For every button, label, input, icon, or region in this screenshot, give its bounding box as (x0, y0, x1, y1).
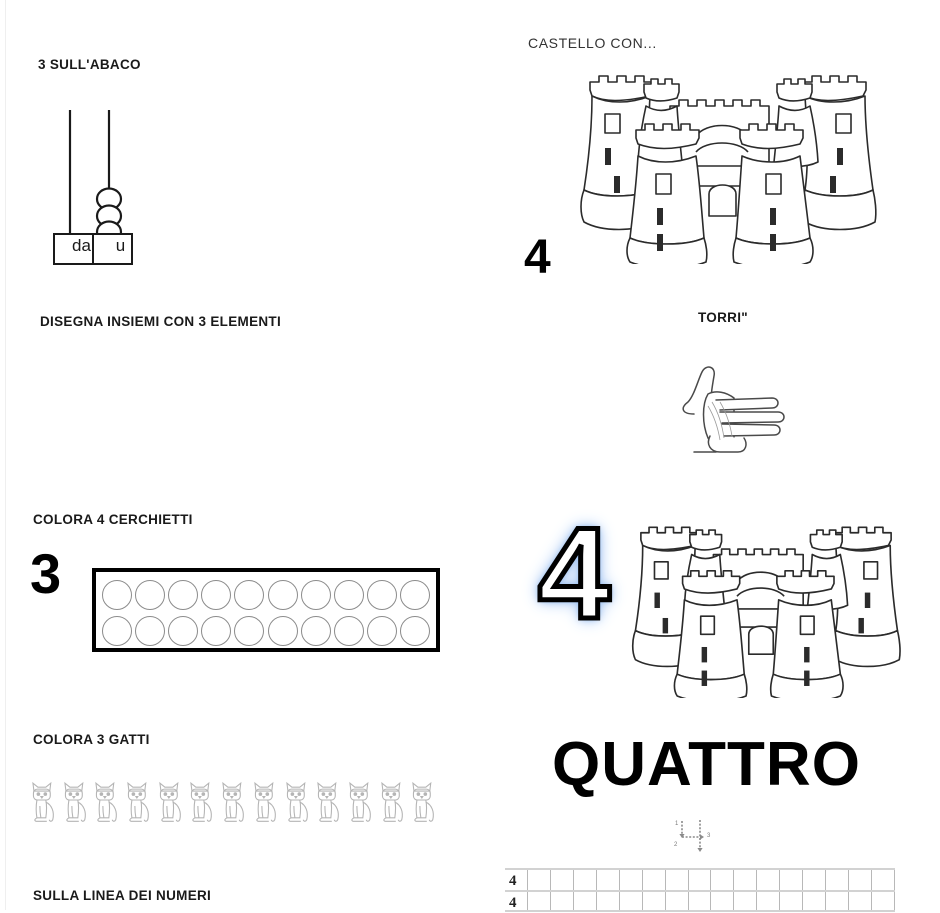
cat-icon[interactable] (123, 778, 153, 824)
practice-row[interactable]: 4 (505, 868, 895, 890)
practice-cell[interactable] (620, 892, 643, 910)
circle-item[interactable] (366, 616, 397, 646)
practice-cell[interactable] (643, 870, 666, 890)
cat-icon[interactable] (282, 778, 312, 824)
practice-cell[interactable] (849, 892, 872, 910)
cat-icon[interactable] (377, 778, 407, 824)
practice-cell[interactable] (734, 870, 758, 890)
castle-illustration-top (578, 66, 878, 269)
circle-item[interactable] (234, 580, 265, 610)
hand-showing-four-fingers-icon (676, 362, 792, 458)
stroke-order-diagram-four: 1 2 3 (666, 816, 722, 854)
practice-cell[interactable] (757, 892, 781, 910)
practice-cell[interactable] (643, 892, 666, 910)
practice-cell[interactable] (826, 892, 850, 910)
practice-cell[interactable] (505, 892, 528, 910)
circle-item[interactable] (300, 616, 331, 646)
practice-cell[interactable] (505, 870, 528, 890)
circle-item[interactable] (267, 616, 298, 646)
circle-row (100, 577, 432, 613)
practice-cell[interactable] (689, 892, 712, 910)
circle-item[interactable] (399, 616, 430, 646)
circle-item[interactable] (201, 616, 232, 646)
cat-icon[interactable] (28, 778, 58, 824)
practice-cell[interactable] (803, 870, 827, 890)
circle-item[interactable] (201, 580, 232, 610)
practice-cell[interactable] (826, 870, 850, 890)
practice-cell[interactable] (666, 870, 689, 890)
cat-icon[interactable] (218, 778, 248, 824)
practice-cell[interactable] (711, 892, 735, 910)
circles-grid-box (92, 568, 440, 652)
practice-cell[interactable] (711, 870, 735, 890)
circle-item[interactable] (267, 580, 298, 610)
practice-row[interactable]: 4 (505, 890, 895, 912)
number-word-quattro: QUATTRO (552, 730, 861, 799)
practice-cell[interactable] (872, 892, 895, 910)
heading-cats-task: COLORA 3 GATTI (33, 732, 150, 747)
abacus-label-units: u (115, 236, 126, 255)
practice-cell[interactable] (551, 870, 574, 890)
cat-icon[interactable] (313, 778, 343, 824)
abacus-label-tens: da (72, 236, 91, 255)
castle-illustration-bottom (630, 518, 902, 703)
practice-cell[interactable] (780, 870, 804, 890)
stroke-step-1: 1 (675, 821, 679, 827)
practice-cell[interactable] (574, 870, 597, 890)
circle-item[interactable] (366, 580, 397, 610)
cat-icon[interactable] (155, 778, 185, 824)
cat-icon[interactable] (91, 778, 121, 824)
circle-item[interactable] (234, 616, 265, 646)
circle-row (100, 613, 432, 649)
stroke-step-3: 3 (707, 833, 711, 839)
practice-cell[interactable] (597, 870, 620, 890)
practice-cell[interactable] (597, 892, 620, 910)
practice-cell[interactable] (528, 892, 551, 910)
cat-icon[interactable] (345, 778, 375, 824)
heading-number-line-task: SULLA LINEA DEI NUMERI (33, 888, 212, 903)
wordart-number-four: 4 (535, 500, 612, 646)
abacus-illustration: da u (52, 108, 162, 268)
practice-cell[interactable] (528, 870, 551, 890)
page-margin-line (5, 0, 6, 910)
cats-illustration-row (28, 778, 438, 824)
practice-cell[interactable] (780, 892, 804, 910)
circle-item[interactable] (135, 616, 166, 646)
castle-answer-word: TORRI" (698, 310, 748, 325)
castle-number: 4 (524, 231, 551, 284)
circle-item[interactable] (102, 616, 132, 646)
practice-cell[interactable] (551, 892, 574, 910)
practice-cell[interactable] (689, 870, 712, 890)
handwriting-practice-grid: 4 4 (505, 868, 895, 912)
practice-cell[interactable] (734, 892, 758, 910)
circles-side-number: 3 (30, 542, 62, 605)
castle-prompt-text: CASTELLO CON... (528, 35, 657, 51)
circle-item[interactable] (102, 580, 132, 610)
practice-cell[interactable] (574, 892, 597, 910)
circle-item[interactable] (135, 580, 166, 610)
cat-icon[interactable] (186, 778, 216, 824)
circle-item[interactable] (399, 580, 430, 610)
circle-item[interactable] (333, 616, 364, 646)
circle-item[interactable] (168, 616, 199, 646)
circle-item[interactable] (300, 580, 331, 610)
practice-cell[interactable] (620, 870, 643, 890)
heading-sets-task: DISEGNA INSIEMI CON 3 ELEMENTI (40, 314, 282, 329)
cat-icon[interactable] (60, 778, 90, 824)
circle-item[interactable] (168, 580, 199, 610)
practice-cell[interactable] (849, 870, 872, 890)
stroke-step-2: 2 (674, 842, 678, 848)
practice-cell[interactable] (872, 870, 895, 890)
practice-row-digit: 4 (509, 895, 517, 911)
heading-abacus-task: 3 SULL'ABACO (38, 57, 141, 72)
heading-circles-task: COLORA 4 CERCHIETTI (33, 512, 193, 527)
practice-cell[interactable] (803, 892, 827, 910)
practice-cell[interactable] (666, 892, 689, 910)
circle-item[interactable] (333, 580, 364, 610)
cat-icon[interactable] (250, 778, 280, 824)
practice-cell[interactable] (757, 870, 781, 890)
cat-icon[interactable] (408, 778, 438, 824)
practice-row-digit: 4 (509, 873, 517, 889)
